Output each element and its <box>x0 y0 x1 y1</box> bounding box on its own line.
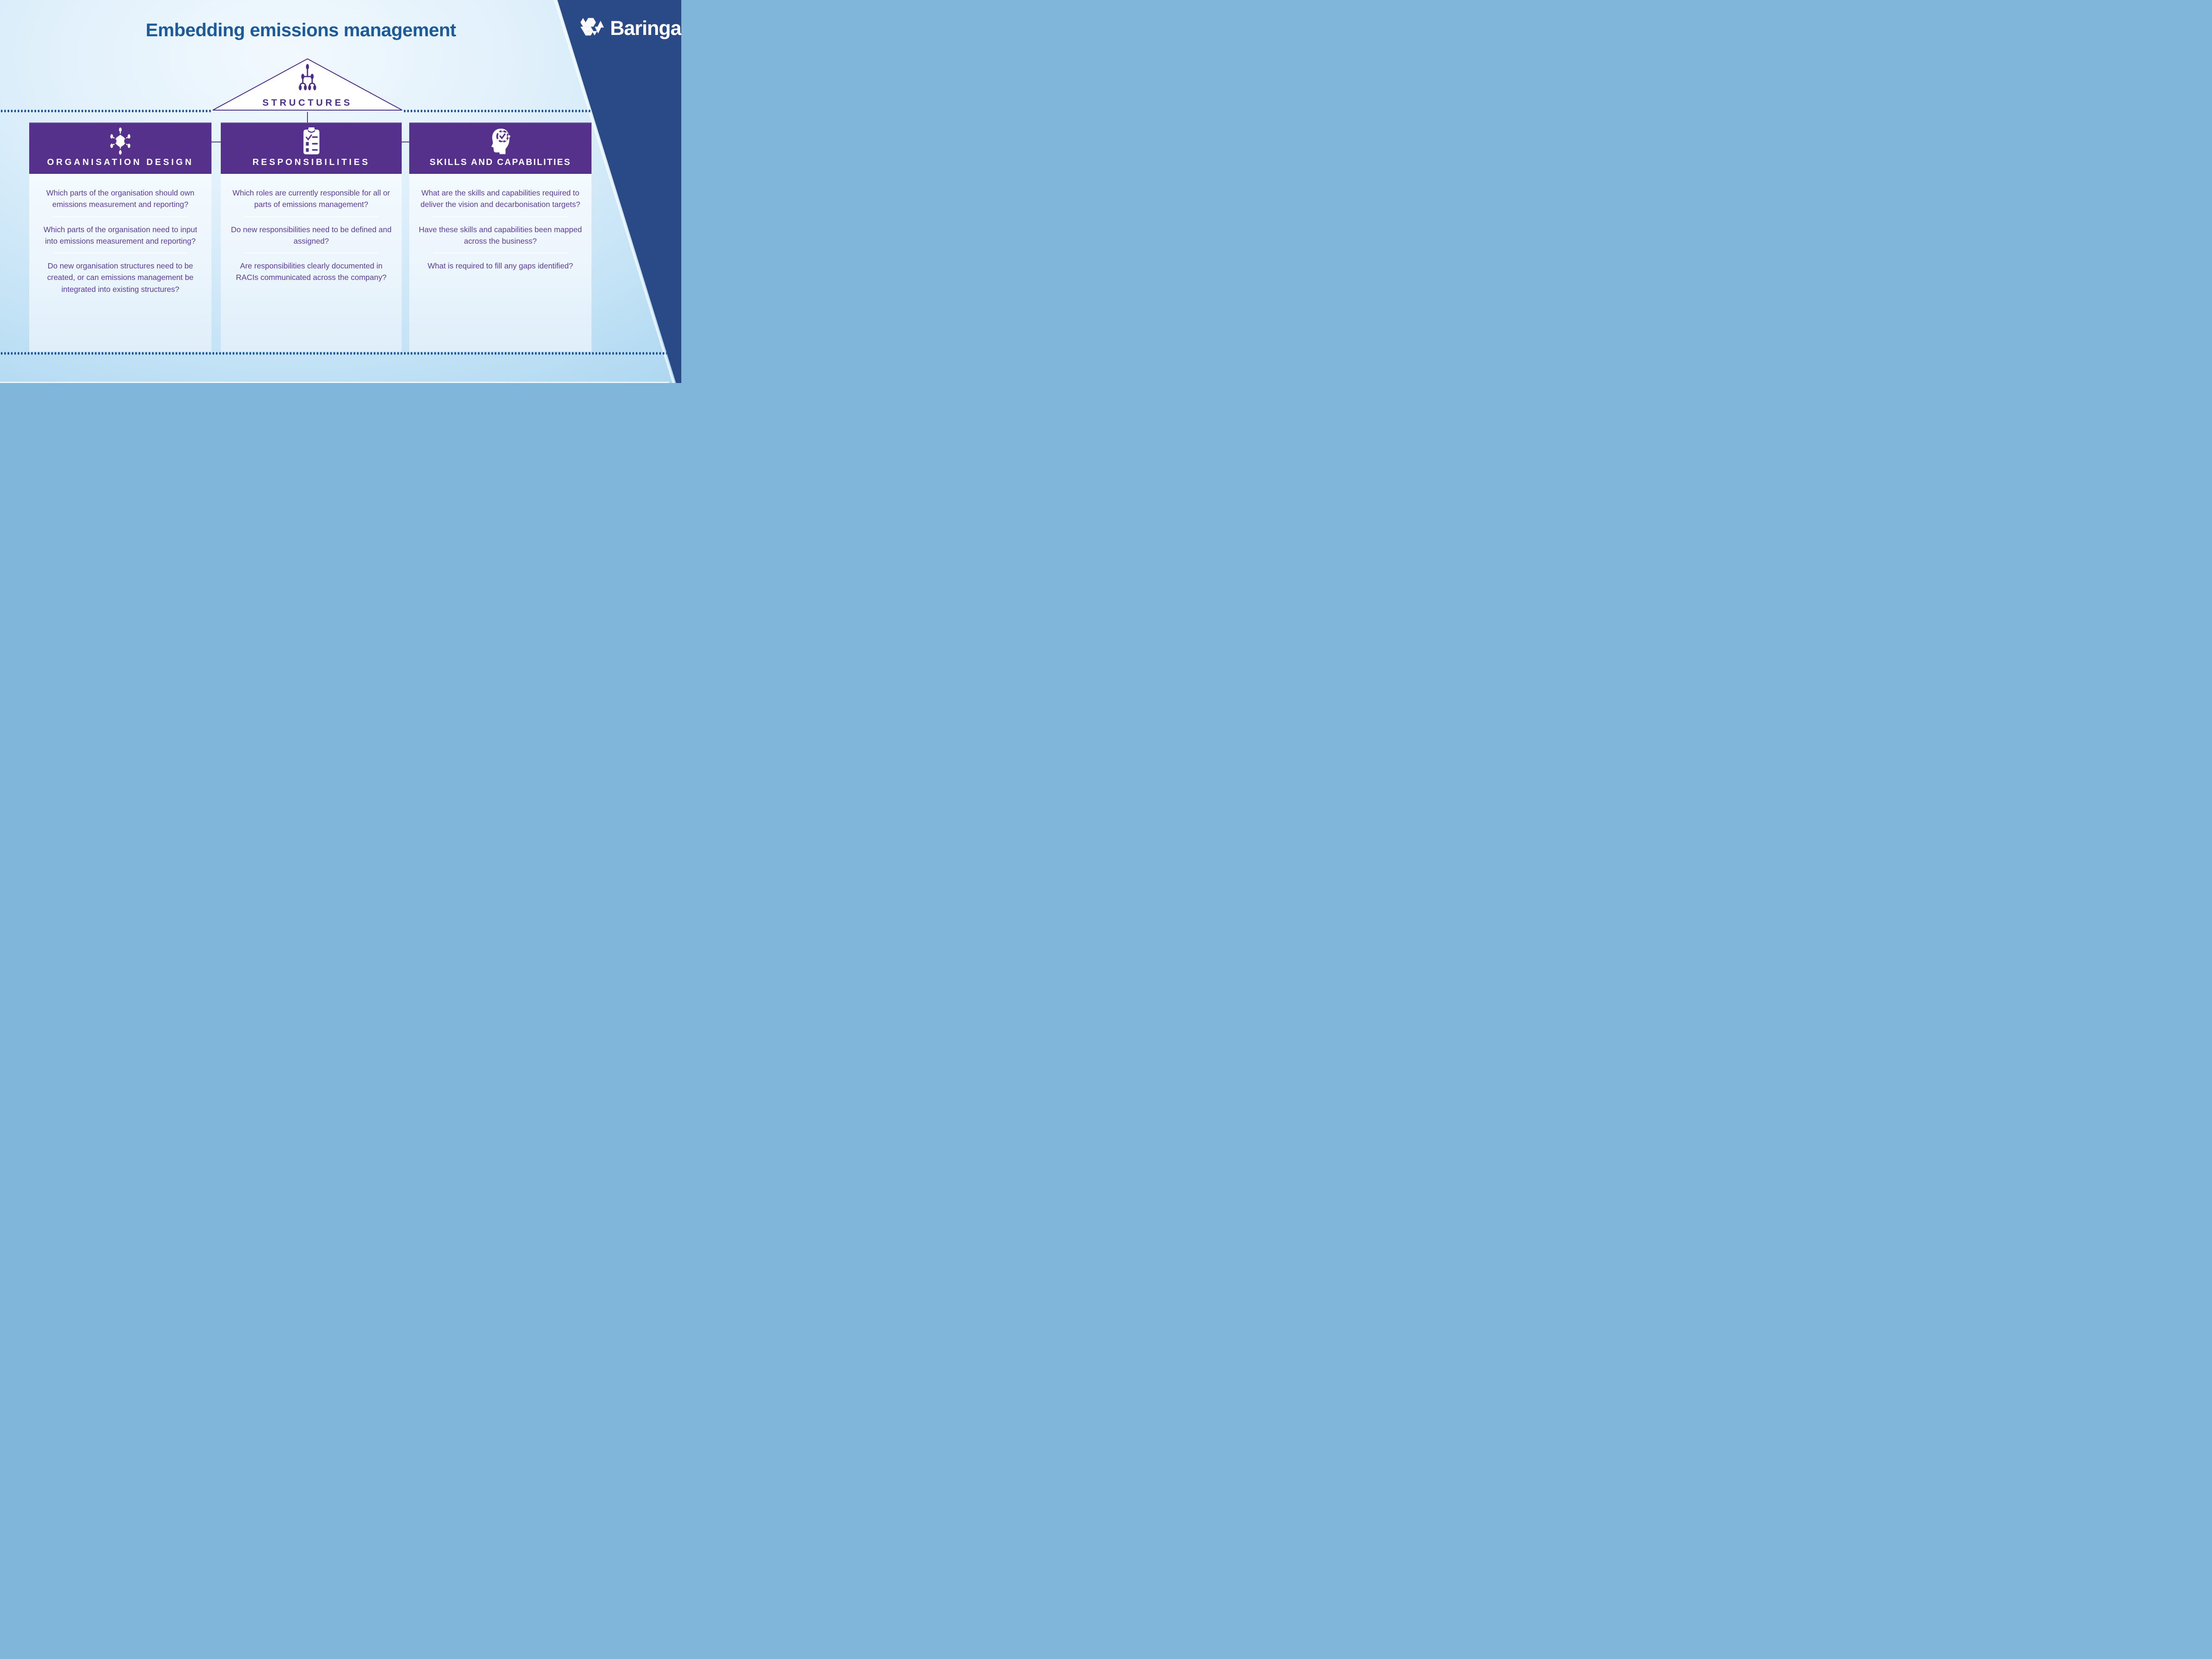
gear <box>493 129 511 145</box>
question-divider <box>244 216 378 217</box>
question: Which parts of the organisation should o… <box>46 188 195 209</box>
column-header-label: ORGANISATION DESIGN <box>47 157 194 167</box>
column-header-label: RESPONSIBILITIES <box>252 157 370 167</box>
dotted-rule-top-right <box>403 109 592 113</box>
question: Which roles are currently responsible fo… <box>232 188 390 209</box>
slide: Baringa Embedding emissions management S… <box>0 0 681 383</box>
checklist-clipboard-icon <box>303 127 319 154</box>
column-header-skills-capabilities: SKILLS AND CAPABILITIES <box>409 123 591 174</box>
question: What is required to fill any gaps identi… <box>427 261 573 270</box>
structures-triangle <box>212 58 403 111</box>
column-body-organisation-design: Which parts of the organisation should o… <box>29 174 211 352</box>
bottom-edge-highlight <box>0 382 669 383</box>
triangle-to-column-connector <box>307 112 308 123</box>
column-header-organisation-design: ORGANISATION DESIGN <box>29 123 211 174</box>
dotted-rule-bottom <box>0 352 667 355</box>
question: Have these skills and capabilities been … <box>419 225 582 245</box>
structures-label: STRUCTURES <box>262 98 353 108</box>
column-header-responsibilities: RESPONSIBILITIES <box>221 123 402 174</box>
question: Are responsibilities clearly documented … <box>236 261 387 282</box>
question: Do new organisation structures need to b… <box>47 261 194 294</box>
baringa-triangle-mark-icon <box>580 18 604 36</box>
org-chart-icon <box>299 64 316 91</box>
question: Do new responsibilities need to be defin… <box>231 225 392 245</box>
baringa-wordmark: Baringa <box>610 17 681 39</box>
question: What are the skills and capabilities req… <box>420 188 580 209</box>
column-body-responsibilities: Which roles are currently responsible fo… <box>221 174 402 352</box>
question-divider <box>53 216 188 217</box>
column-body-skills-capabilities: What are the skills and capabilities req… <box>409 174 591 352</box>
network-nodes-icon <box>110 127 131 155</box>
dotted-rule-top-left <box>0 109 212 113</box>
question: Which parts of the organisation need to … <box>43 225 197 245</box>
page-title: Embedding emissions management <box>146 19 456 40</box>
head-gear-check-icon <box>491 128 511 154</box>
column-header-label: SKILLS AND CAPABILITIES <box>430 157 571 167</box>
baringa-logo: Baringa <box>580 17 681 40</box>
question-divider <box>433 216 568 217</box>
